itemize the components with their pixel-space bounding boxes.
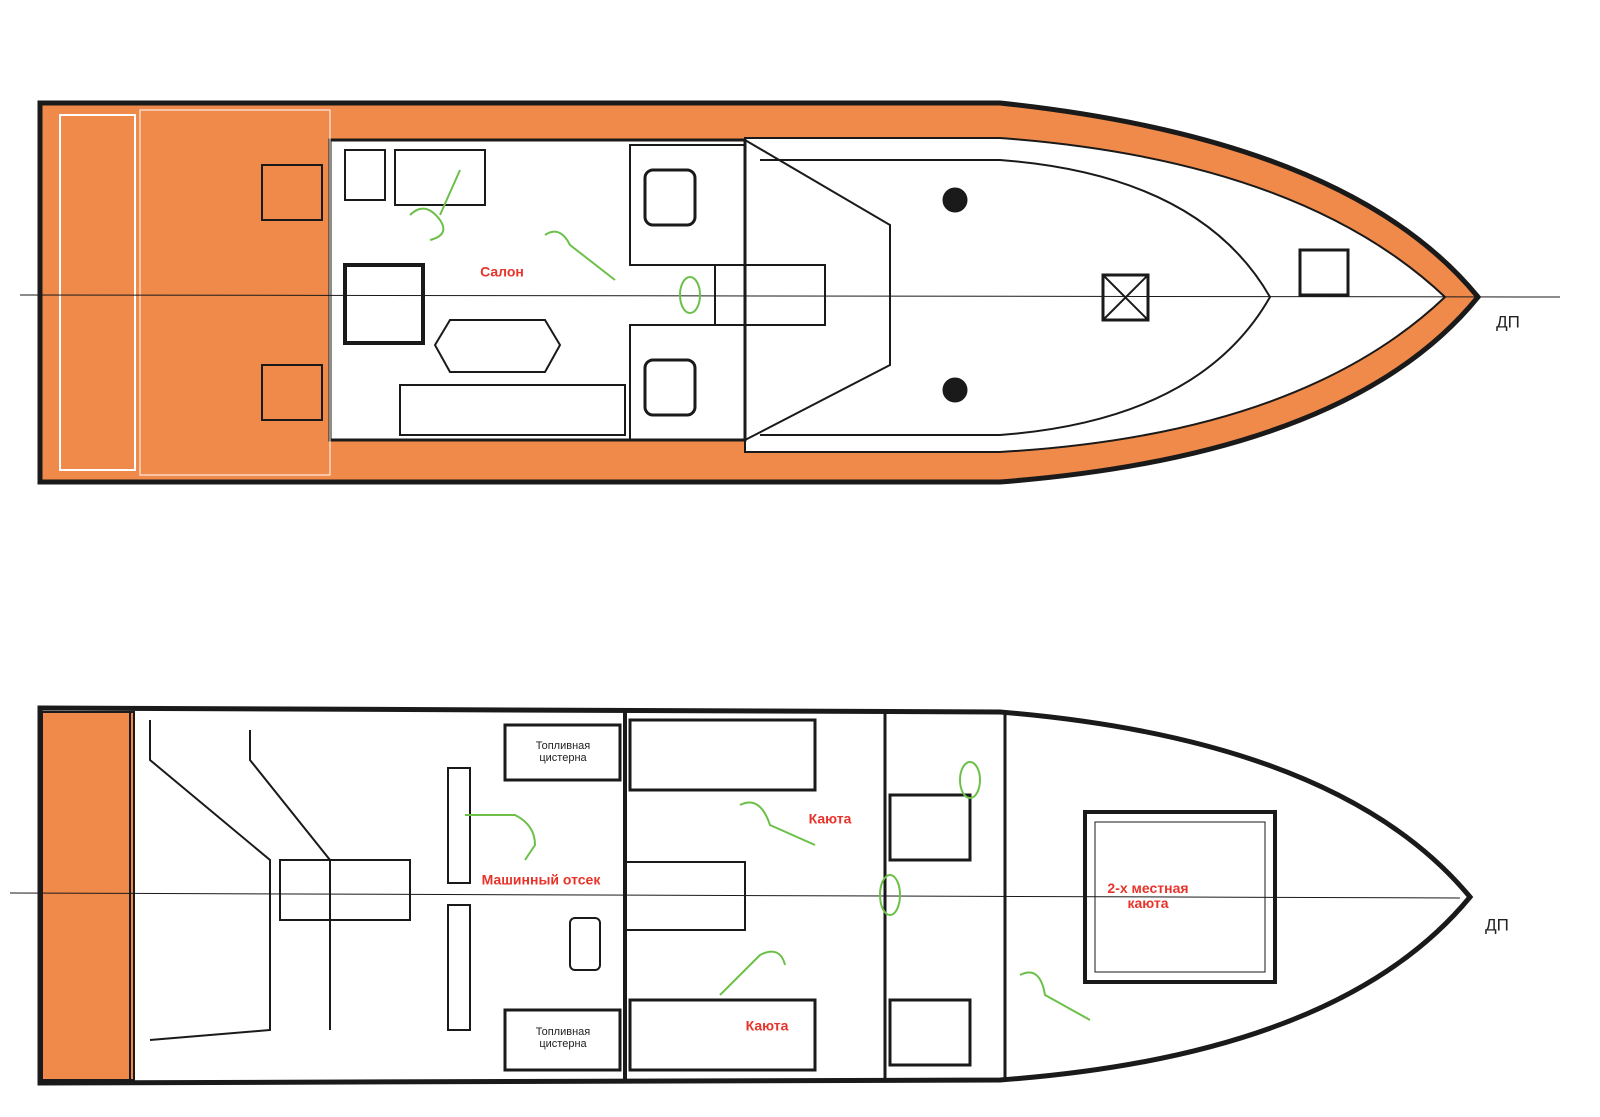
cabin-label-2: Каюта: [745, 1017, 789, 1034]
double-cabin-label: 2-х местная каюта: [1107, 880, 1189, 911]
engine-room-label: Машинный отсек: [481, 871, 601, 888]
fuel-tank-label-2: Топливная цистерна: [535, 1026, 591, 1050]
salon-label: Салон: [480, 263, 524, 280]
transom-deck: [41, 711, 135, 1081]
lower-deck-plan: [9, 705, 1474, 1086]
cabin-salon: [328, 138, 747, 442]
centerline-label-bottom: ДП: [1485, 915, 1509, 935]
fuel-tank-label-1: Топливная цистерна: [535, 740, 591, 764]
cabin-label-1: Каюта: [808, 810, 852, 827]
centerline-label-top: ДП: [1496, 312, 1520, 332]
upper-deck-plan: [19, 100, 1561, 485]
